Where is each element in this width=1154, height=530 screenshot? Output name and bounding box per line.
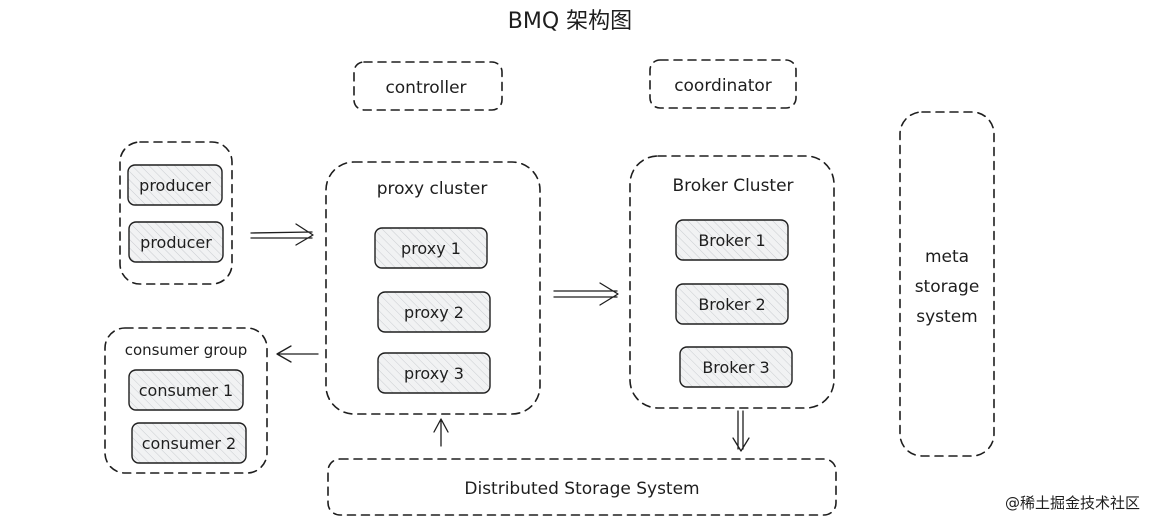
proxy-node-1 bbox=[374, 227, 488, 269]
distributed-storage-system: Distributed Storage System bbox=[327, 458, 837, 516]
arrow-producer-to-proxy bbox=[250, 223, 314, 246]
producer-label-2: producer bbox=[140, 233, 212, 252]
proxy-node-3 bbox=[377, 352, 491, 394]
meta-storage-system: meta storage system bbox=[899, 111, 995, 457]
watermark: @稀土掘金技术社区 bbox=[1005, 494, 1140, 512]
consumer-node-2 bbox=[131, 422, 247, 464]
broker-cluster-label: Broker Cluster bbox=[672, 176, 793, 196]
arrow-broker-to-storage bbox=[732, 410, 750, 452]
distributed-storage-label: Distributed Storage System bbox=[464, 479, 699, 499]
consumer-group: consumer group consumer 1 consumer 2 bbox=[104, 327, 268, 474]
coordinator-label: coordinator bbox=[674, 76, 772, 96]
meta-storage-line-2: storage bbox=[915, 277, 980, 297]
broker-node-2 bbox=[675, 283, 789, 325]
broker-cluster: Broker Cluster Broker 1 Broker 2 Broker … bbox=[629, 155, 835, 409]
producer-node-1 bbox=[127, 164, 223, 206]
controller-label: controller bbox=[385, 78, 466, 98]
arrow-storage-to-proxy bbox=[433, 418, 449, 447]
controller-node: controller bbox=[353, 61, 503, 111]
consumer-node-1 bbox=[128, 369, 244, 411]
broker-label-1: Broker 1 bbox=[698, 231, 765, 250]
arrow-proxy-to-consumer bbox=[276, 345, 319, 363]
broker-node-3 bbox=[679, 346, 793, 388]
proxy-cluster: proxy cluster proxy 1 proxy 2 proxy 3 bbox=[325, 161, 541, 415]
proxy-node-2 bbox=[377, 291, 491, 333]
broker-label-2: Broker 2 bbox=[698, 295, 765, 314]
consumer-label-1: consumer 1 bbox=[139, 381, 233, 400]
coordinator-node: coordinator bbox=[649, 59, 797, 109]
arrow-proxy-to-broker bbox=[553, 282, 619, 306]
broker-node-1 bbox=[675, 219, 789, 261]
producer-label-1: producer bbox=[139, 176, 211, 195]
proxy-label-3: proxy 3 bbox=[404, 364, 464, 383]
meta-storage-line-1: meta bbox=[925, 247, 969, 267]
diagram-title: BMQ 架构图 bbox=[508, 9, 632, 34]
broker-label-3: Broker 3 bbox=[702, 358, 769, 377]
meta-storage-line-3: system bbox=[916, 307, 977, 327]
proxy-cluster-label: proxy cluster bbox=[377, 179, 488, 199]
consumer-label-2: consumer 2 bbox=[142, 434, 236, 453]
proxy-label-1: proxy 1 bbox=[401, 239, 461, 258]
proxy-label-2: proxy 2 bbox=[404, 303, 464, 322]
producer-group: producer producer bbox=[119, 141, 233, 285]
consumer-group-label: consumer group bbox=[125, 341, 248, 359]
producer-node-2 bbox=[128, 221, 224, 263]
